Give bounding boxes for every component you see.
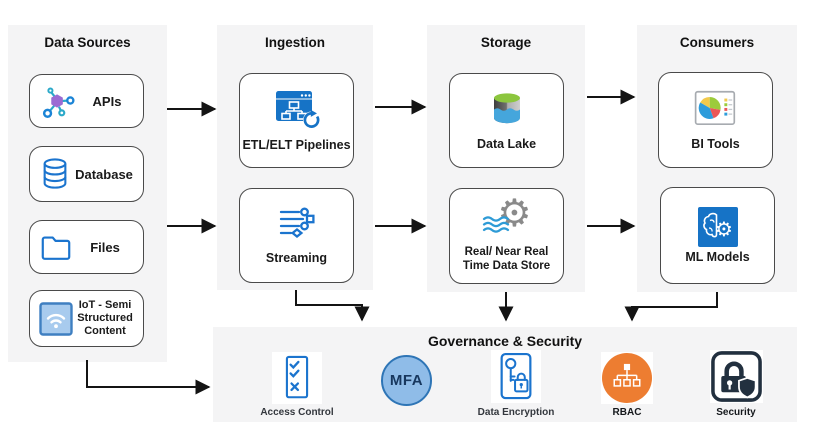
node-data-lake: Data Lake — [449, 73, 564, 168]
node-label: ETL/ELT Pipelines — [242, 138, 351, 153]
node-iot: IoT - Semi Structured Content — [29, 290, 144, 347]
iot-wifi-icon — [39, 301, 73, 336]
governance-item-label: Access Control — [260, 407, 334, 418]
node-ml-models: ⚙ ML Models — [660, 187, 775, 284]
column-title: Ingestion — [265, 35, 325, 50]
brain-gear-icon: ⚙ — [697, 206, 738, 247]
waves-glyph — [482, 216, 509, 233]
gear-waves-icon: ⚙ — [482, 194, 532, 243]
arrow-ml-to-governance — [624, 292, 718, 322]
node-label: Database — [75, 166, 133, 182]
column-title: Storage — [480, 35, 532, 50]
api-molecule-icon — [39, 83, 77, 119]
column-title: Consumers — [679, 35, 755, 50]
svg-text:⚙: ⚙ — [715, 217, 733, 241]
governance-item-label: RBAC — [612, 407, 642, 418]
pie-chart-report-icon — [693, 89, 739, 134]
column-title: Data Sources — [44, 35, 131, 50]
node-label: Real/ Near Real Time Data Store — [462, 246, 551, 272]
arrow-streaming-to-governance — [295, 290, 370, 322]
mfa-circle-badge: MFA — [381, 355, 432, 406]
arrow-sources-to-governance — [86, 360, 211, 395]
node-label: BI Tools — [691, 136, 740, 151]
node-label: IoT - Semi Structured Content — [77, 298, 133, 338]
node-realtime-data-store: ⚙ Real/ Near Real Time Data Store — [449, 188, 564, 284]
mfa-text: MFA — [389, 372, 424, 389]
node-database: Database — [29, 146, 144, 202]
node-label: Files — [90, 239, 120, 255]
governance-title: Governance & Security — [427, 333, 583, 349]
database-cylinder-icon — [39, 156, 71, 192]
gear-glyph: ⚙ — [497, 191, 532, 236]
node-label: Streaming — [265, 251, 328, 266]
folder-icon — [39, 232, 73, 262]
streaming-lines-icon — [275, 205, 319, 248]
node-label: ML Models — [685, 249, 750, 264]
checklist-icon — [272, 352, 322, 404]
node-label: Data Lake — [476, 137, 537, 152]
org-hierarchy-icon — [601, 352, 653, 404]
node-streaming: Streaming — [239, 188, 354, 283]
node-etl-elt-pipelines: ETL/ELT Pipelines — [239, 73, 354, 168]
governance-item-label: Security — [716, 407, 756, 418]
key-lock-icon — [491, 350, 541, 403]
governance-item-label: Data Encryption — [477, 407, 555, 418]
etl-window-refresh-icon — [273, 88, 321, 135]
lock-shield-icon — [710, 350, 763, 403]
data-lake-cylinder-icon — [486, 89, 528, 134]
node-apis: APIs — [29, 74, 144, 128]
node-bi-tools: BI Tools — [658, 72, 773, 168]
rbac-circle — [602, 353, 652, 403]
node-files: Files — [29, 220, 144, 274]
node-label: APIs — [92, 93, 122, 109]
